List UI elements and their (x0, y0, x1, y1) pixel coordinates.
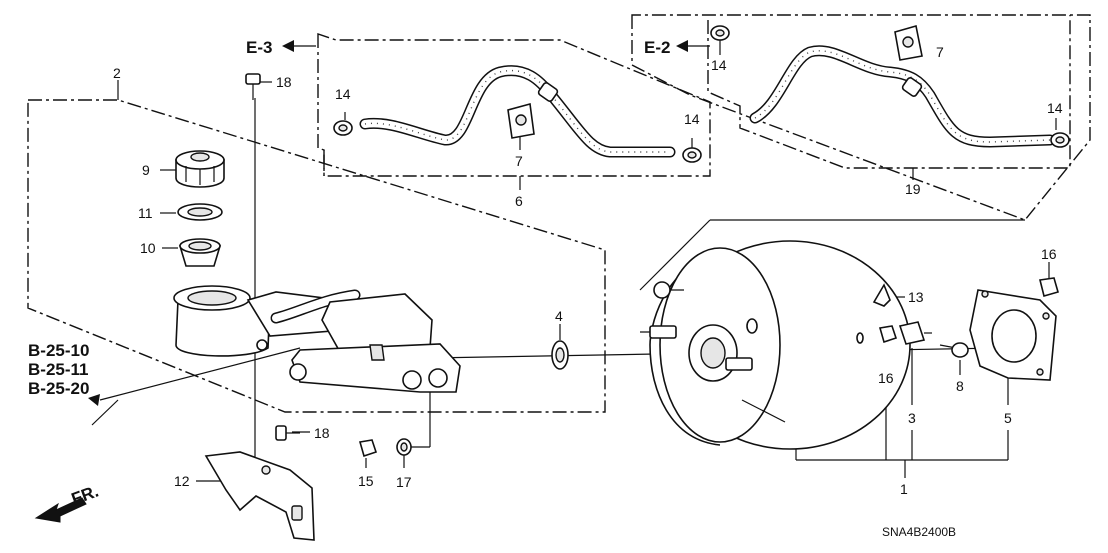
nut-15 (358, 439, 378, 458)
switch-3 (898, 321, 932, 345)
callout-14d: 14 (1047, 100, 1063, 116)
strainer-10 (178, 238, 222, 267)
ref-b-25-11: B-25-11 (28, 360, 88, 379)
hose-6 (359, 65, 676, 158)
callout-19: 19 (905, 181, 921, 197)
callout-3: 3 (908, 410, 916, 426)
callout-11: 11 (138, 205, 153, 221)
callout-17: 17 (396, 474, 412, 490)
callout-14c: 14 (711, 57, 727, 73)
nut-16-right (1039, 277, 1059, 297)
nut-16-left (878, 325, 898, 344)
callout-15: 15 (358, 473, 374, 489)
bracket-12 (204, 451, 315, 541)
brake-booster (640, 240, 911, 450)
labels: E-3 E-2 B-25-10 B-25-11 B-25-20 FR. SNA4… (28, 38, 1063, 539)
clamp-14-d (1050, 132, 1070, 148)
callout-10: 10 (140, 240, 156, 256)
callout-5: 5 (1004, 410, 1012, 426)
callout-14b: 14 (684, 111, 700, 127)
callout-2: 2 (113, 65, 121, 81)
clip-7-a (507, 102, 535, 139)
callout-1: 1 (900, 481, 908, 497)
washer-17 (396, 438, 412, 456)
callout-12: 12 (174, 473, 190, 489)
callout-16a: 16 (1041, 246, 1057, 262)
drawing-code: SNA4B2400B (882, 525, 956, 539)
ref-b-25-10: B-25-10 (28, 341, 89, 360)
callout-7a: 7 (515, 153, 523, 169)
callout-16b: 16 (878, 370, 894, 386)
clip-13 (872, 283, 891, 307)
master-cylinder (173, 285, 461, 393)
group-outlines (27, 14, 1091, 413)
direction-label: FR. (69, 482, 101, 509)
bolt-18-upper (245, 73, 261, 100)
clip-7-b (894, 24, 923, 61)
callout-6: 6 (515, 193, 523, 209)
clamp-14-a (333, 120, 353, 136)
front-arrow-icon (34, 497, 87, 523)
hose-19 (749, 45, 1056, 148)
callout-18a: 18 (276, 74, 292, 90)
seal-11 (177, 203, 223, 221)
ref-b-25-20: B-25-20 (28, 379, 89, 398)
clamp-14-c (710, 25, 730, 41)
grommet-4 (551, 340, 569, 370)
callout-18b: 18 (314, 425, 330, 441)
bolt-18-lower (275, 425, 300, 441)
callout-13: 13 (908, 289, 924, 305)
callout-9: 9 (142, 162, 150, 178)
gasket-5 (969, 289, 1057, 381)
callout-8: 8 (956, 378, 964, 394)
ref-e2: E-2 (644, 38, 670, 57)
pin-8 (939, 342, 969, 358)
ref-e3: E-3 (246, 38, 272, 57)
callout-7b: 7 (936, 44, 944, 60)
clamp-14-b (682, 147, 702, 163)
reservoir-cap-9 (175, 150, 225, 188)
callout-4: 4 (555, 308, 563, 324)
callout-14a: 14 (335, 86, 351, 102)
